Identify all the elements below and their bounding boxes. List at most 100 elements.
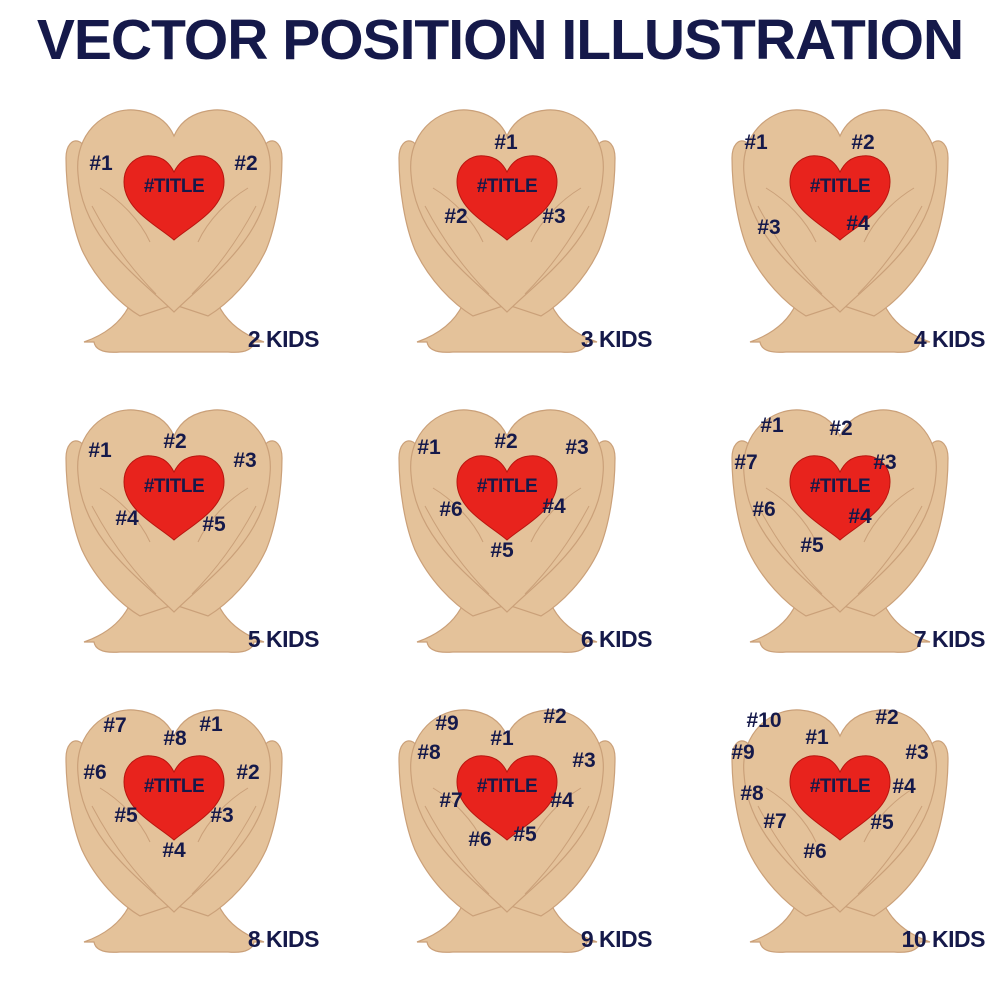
wooden-heart-puzzle-icon: #TITLE#1#2 — [65, 109, 283, 353]
finger-line — [99, 187, 151, 243]
position-label: #9 — [435, 712, 458, 735]
finger-line — [191, 505, 257, 595]
wooden-heart-puzzle-icon: #TITLE#1#2#3#4#5 — [65, 409, 283, 653]
position-label: #5 — [114, 804, 138, 827]
position-label: #1 — [89, 152, 113, 175]
heart-title-label: #TITLE — [144, 776, 204, 797]
position-label: #10 — [746, 709, 781, 732]
heart-title-label: #TITLE — [810, 176, 870, 197]
position-label: #5 — [870, 811, 894, 834]
kids-count-label: 6 KIDS — [580, 626, 653, 652]
position-label: #3 — [233, 449, 256, 472]
position-label: #6 — [83, 761, 106, 784]
heart-title-label: #TITLE — [477, 776, 537, 797]
wooden-heart-puzzle-icon: #TITLE#1#2#3#4#5#6 — [398, 409, 616, 653]
finger-line — [91, 805, 157, 895]
position-label: #4 — [542, 495, 566, 518]
finger-line — [530, 787, 582, 843]
illustration-2: #TITLE #1 #2 #3 3 KIDS — [333, 90, 666, 390]
kids-count-label: 9 KIDS — [580, 926, 653, 952]
finger-line — [757, 205, 823, 295]
finger-line — [191, 805, 257, 895]
red-heart-icon — [123, 755, 225, 841]
heart-title-label: #TITLE — [810, 776, 870, 797]
wooden-heart-puzzle-icon: #TITLE #1 #2 #3 — [398, 109, 616, 353]
red-heart-icon — [789, 755, 891, 841]
finger-line — [524, 505, 590, 595]
position-label: #3 — [565, 436, 588, 459]
position-label: #9 — [731, 741, 754, 764]
position-label: #2 — [163, 430, 186, 453]
kids-count-label: 3 KIDS — [580, 326, 653, 352]
finger-line — [857, 205, 923, 295]
position-label: #6 — [439, 498, 462, 521]
finger-line — [524, 805, 590, 895]
position-label: #3 — [572, 749, 595, 772]
red-heart-icon — [123, 455, 225, 541]
finger-line — [765, 187, 817, 243]
position-label: #6 — [752, 498, 775, 521]
position-label: #7 — [439, 789, 462, 812]
position-label: #5 — [800, 534, 824, 557]
heart-title-label: #TITLE — [477, 176, 537, 197]
finger-line — [863, 787, 915, 843]
red-heart-icon — [123, 155, 225, 241]
position-label: #2 — [236, 761, 259, 784]
heart-title-label: #TITLE — [144, 476, 204, 497]
red-heart-icon — [456, 755, 558, 841]
position-label: #1 — [760, 414, 784, 437]
red-heart-icon — [456, 455, 558, 541]
kids-count-label: 7 KIDS — [913, 626, 986, 652]
finger-line — [863, 187, 915, 243]
position-label: #2 — [851, 131, 874, 154]
heart-title-label: #TITLE — [144, 176, 204, 197]
position-label: #1 — [494, 131, 518, 154]
finger-line — [857, 805, 923, 895]
position-label: #4 — [846, 212, 870, 235]
position-label: #4 — [115, 507, 139, 530]
position-label: #3 — [757, 216, 780, 239]
finger-line — [191, 205, 257, 295]
wooden-heart-puzzle-icon: #TITLE#1#2#3#4#5#6#7#8#9#10 — [731, 706, 949, 953]
position-label: #4 — [892, 775, 916, 798]
position-label: #4 — [162, 839, 186, 862]
wooden-heart-puzzle-icon: #TITLE#1#2#3#4#5#6#7 — [731, 409, 949, 653]
kids-count-label: 10 KIDS — [901, 926, 986, 952]
position-label: #1 — [490, 727, 514, 750]
wooden-heart-puzzle-icon: #TITLE#1#2#3#4#5#6#7#8 — [65, 709, 283, 953]
finger-line — [99, 787, 151, 843]
red-heart-icon — [789, 155, 891, 241]
finger-line — [91, 505, 157, 595]
finger-line — [197, 187, 249, 243]
finger-line — [524, 205, 590, 295]
position-label: #6 — [803, 840, 826, 863]
position-label: #4 — [848, 505, 872, 528]
finger-line — [197, 787, 249, 843]
position-label: #1 — [88, 439, 112, 462]
finger-line — [432, 787, 484, 843]
position-label: #2 — [444, 205, 467, 228]
finger-line — [765, 487, 817, 543]
position-label: #5 — [513, 823, 537, 846]
position-label: #3 — [542, 205, 565, 228]
wooden-heart-puzzle-icon: #TITLE#1#2#3#4 — [731, 109, 949, 353]
finger-line — [432, 187, 484, 243]
finger-line — [424, 805, 490, 895]
kids-count-label: 8 KIDS — [247, 926, 320, 952]
finger-line — [757, 505, 823, 595]
position-label: #3 — [210, 804, 233, 827]
position-label: #8 — [417, 741, 441, 764]
finger-line — [530, 487, 582, 543]
position-label: #5 — [490, 539, 514, 562]
wooden-heart-puzzle-icon: #TITLE#1#2#3#4#5#6#7#8#9 — [398, 705, 616, 953]
finger-line — [91, 205, 157, 295]
kids-count-label: 5 KIDS — [247, 626, 320, 652]
finger-line — [424, 205, 490, 295]
